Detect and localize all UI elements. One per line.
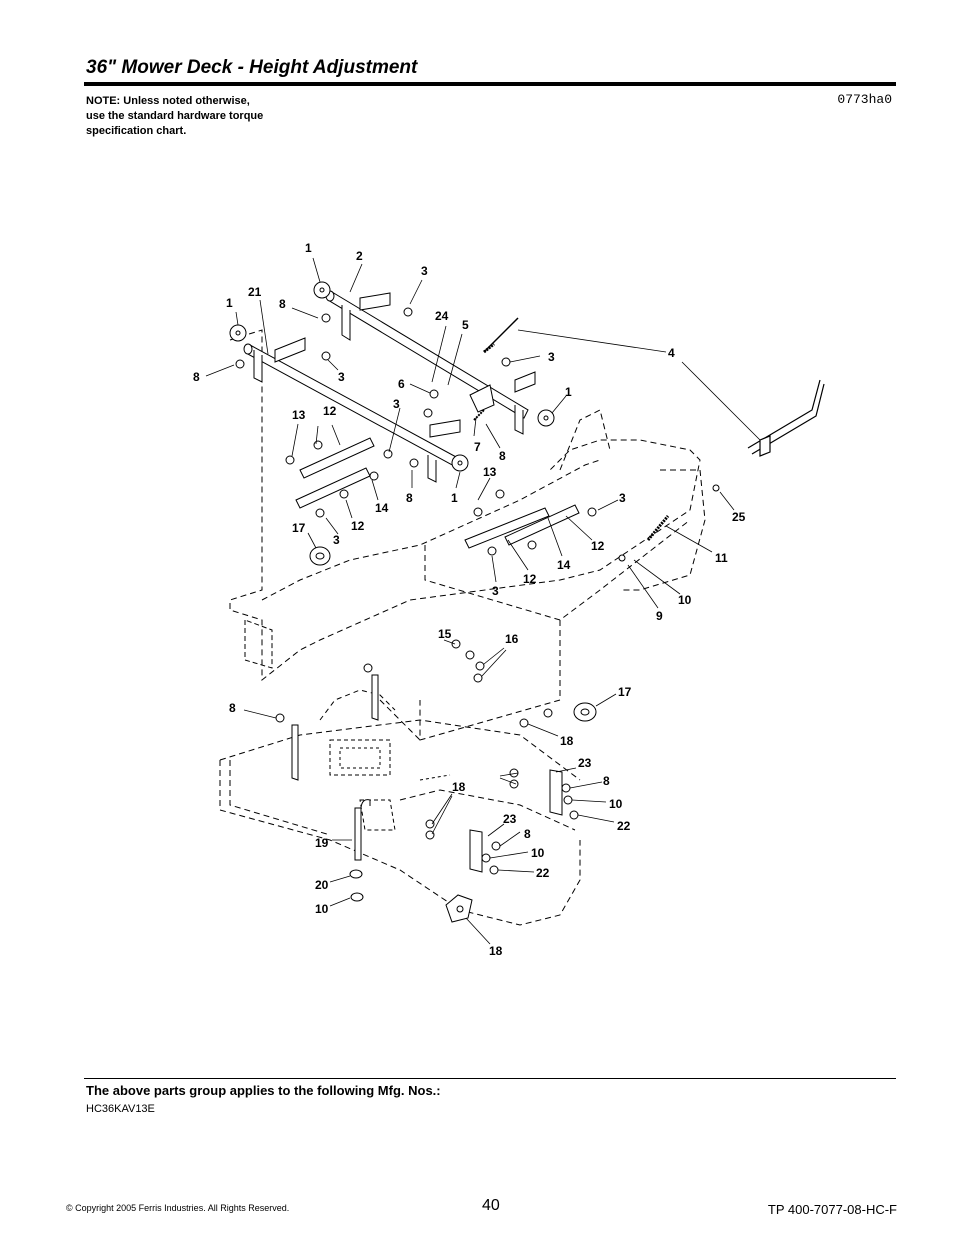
callout-label: 11: [715, 551, 728, 565]
callout-label: 3: [333, 533, 340, 547]
callout-labels: 1 2 3 1 21 8 24 5 4 3 8 3 6 1 3 13 12 7 …: [193, 241, 746, 958]
callout-label: 22: [617, 819, 631, 833]
callout-label: 12: [523, 572, 537, 586]
page-title: 36" Mower Deck - Height Adjustment: [86, 57, 418, 78]
callout-label: 10: [315, 902, 329, 916]
callout-label: 23: [578, 756, 592, 770]
callout-label: 8: [229, 701, 236, 715]
callout-label: 1: [565, 385, 572, 399]
copyright-text: © Copyright 2005 Ferris Industries. All …: [66, 1203, 290, 1213]
callout-label: 21: [248, 285, 262, 299]
callout-label: 16: [505, 632, 519, 646]
callout-label: 18: [560, 734, 574, 748]
callout-label: 23: [503, 812, 517, 826]
callout-label: 7: [474, 440, 481, 454]
note-line: specification chart.: [86, 125, 187, 137]
header-rule: [84, 82, 896, 86]
callout-label: 8: [193, 370, 200, 384]
deck-outline: [219, 329, 706, 926]
callout-label: 10: [609, 797, 623, 811]
page-number: 40: [482, 1197, 500, 1214]
callout-label: 9: [656, 609, 663, 623]
leader-lines: [205, 257, 761, 945]
mfg-number: HC36KAV13E: [86, 1103, 155, 1115]
callout-label: 1: [451, 491, 458, 505]
callout-label: 22: [536, 866, 550, 880]
callout-label: 14: [375, 501, 389, 515]
callout-label: 8: [603, 774, 610, 788]
callout-label: 1: [226, 296, 233, 310]
callout-label: 20: [315, 878, 329, 892]
callout-label: 8: [406, 491, 413, 505]
callout-label: 2: [356, 249, 363, 263]
note-line: NOTE: Unless noted otherwise,: [86, 95, 250, 107]
hardware-parts: [229, 281, 720, 923]
callout-label: 13: [292, 408, 306, 422]
callout-label: 15: [438, 627, 452, 641]
callout-label: 13: [483, 465, 497, 479]
callout-label: 25: [732, 510, 746, 524]
height-adjust-shafts: [243, 290, 536, 483]
note-line: use the standard hardware torque: [86, 110, 264, 122]
applies-heading: The above parts group applies to the fol…: [86, 1083, 441, 1098]
callout-label: 4: [668, 346, 675, 360]
callout-label: 10: [678, 593, 692, 607]
callout-label: 10: [531, 846, 545, 860]
callout-label: 12: [351, 519, 365, 533]
callout-label: 3: [421, 264, 428, 278]
callout-label: 6: [398, 377, 405, 391]
callout-label: 19: [315, 836, 329, 850]
callout-label: 12: [323, 404, 337, 418]
callout-label: 8: [524, 827, 531, 841]
footer-rule: [84, 1078, 896, 1079]
callout-label: 1: [305, 241, 312, 255]
callout-label: 8: [279, 297, 286, 311]
callout-label: 17: [292, 521, 306, 535]
callout-label: 3: [338, 370, 345, 384]
callout-label: 24: [435, 309, 449, 323]
adjuster-plates: [291, 437, 580, 873]
torque-note: NOTE: Unless noted otherwise, use the st…: [86, 94, 346, 139]
callout-label: 8: [499, 449, 506, 463]
callout-label: 3: [548, 350, 555, 364]
callout-label: 5: [462, 318, 469, 332]
callout-label: 14: [557, 558, 571, 572]
drawing-reference: 0773ha0: [837, 92, 892, 107]
callout-label: 3: [393, 397, 400, 411]
callout-label: 3: [619, 491, 626, 505]
handle-and-spring: [473, 317, 825, 541]
callout-label: 18: [452, 780, 466, 794]
tp-number: TP 400-7077-08-HC-F: [767, 1202, 897, 1217]
callout-label: 17: [618, 685, 632, 699]
callout-label: 12: [591, 539, 605, 553]
callout-label: 18: [489, 944, 503, 958]
callout-label: 3: [492, 584, 499, 598]
